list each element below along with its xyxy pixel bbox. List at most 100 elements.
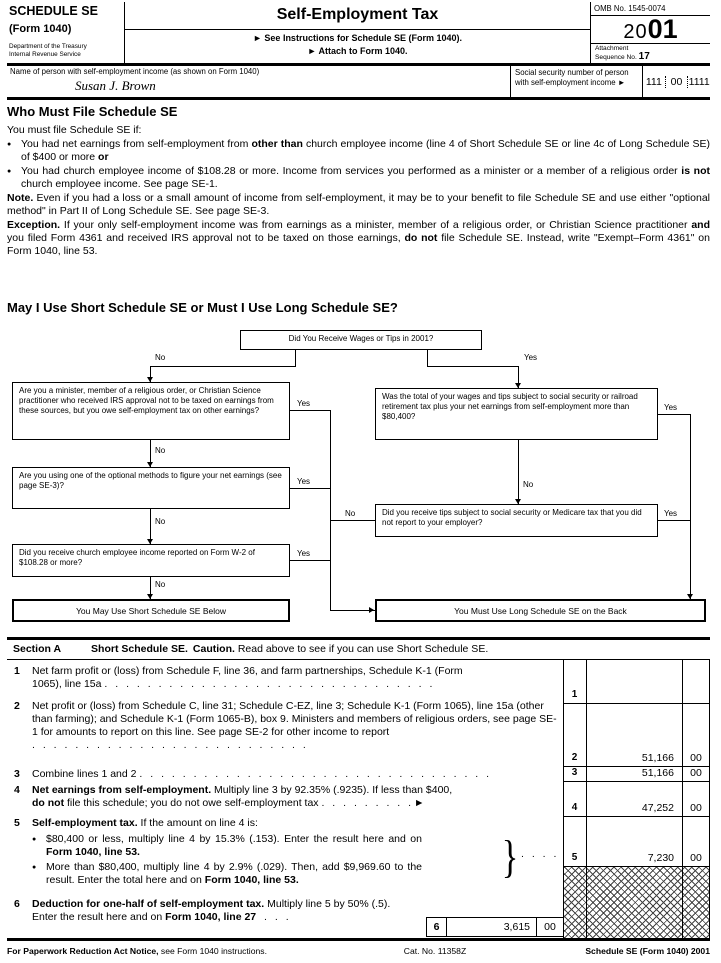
connector-line [290,560,331,561]
ssn-value[interactable]: 111 00 1111 [642,66,710,97]
grid-line [563,866,710,867]
ssn-serial[interactable]: 1111 [687,75,710,88]
row-number: 2 [571,752,578,763]
connector-line [150,509,151,544]
line-2-cents[interactable]: 00 [690,752,702,764]
row-number: 5 [571,852,578,863]
dot-leader: . . . [256,911,289,923]
requirement-bullet-2: ● You had church employee income of $108… [7,165,711,190]
who-intro: You must file Schedule SE if: [7,124,142,136]
line-3-amount[interactable]: 51,166 [641,767,674,779]
grid-line [563,816,710,817]
connector-line [427,350,428,367]
connector-line [290,488,331,489]
line-2: 2 Net profit or (loss) from Schedule C, … [14,700,557,751]
dot-leader: . . . . . . . . . [321,797,412,809]
connector-line [150,366,151,382]
connector-line [658,520,691,521]
line-number: 6 [14,898,20,910]
exception-paragraph: Exception. If your only self-employment … [7,219,710,257]
line-3-cents[interactable]: 00 [690,767,702,779]
brace-glyph: } [501,831,519,882]
ssn-area[interactable]: 111 [645,75,662,88]
flow-label-no: No [154,517,167,527]
flow-label-yes: Yes [663,509,679,519]
line-6-amount[interactable]: 3,615 [447,918,537,936]
line-6-entry-box: 6 3,615 00 [426,917,564,937]
line-6: 6 Deduction for one-half of self-employm… [14,898,391,923]
ssn-group[interactable]: 00 [664,75,688,88]
dot-leader: . . . . [521,848,557,860]
sequence-number: 17 [638,51,650,62]
form-footer: For Paperwork Reduction Act Notice, see … [7,946,710,956]
name-cell: Name of person with self-employment inco… [7,66,510,97]
line-5-amount[interactable]: 7,230 [647,852,674,864]
line-1: 1 Net farm profit or (loss) from Schedul… [14,665,463,690]
attachment-sequence: Attachment Sequence No. 17 [591,43,710,63]
flow-label-yes: Yes [523,353,539,363]
flow-left-q1: Are you a minister, member of a religiou… [12,382,290,440]
flow-left-q3: Did you receive church employee income r… [12,544,290,577]
form-number: (Form 1040) [9,23,72,35]
flow-label-no: No [344,509,357,519]
line-number: 5 [14,817,20,829]
flow-label-yes: Yes [663,403,679,413]
line-2-amount[interactable]: 51,166 [641,752,674,764]
flow-label-no: No [522,480,535,490]
connector-line [150,440,151,467]
name-label: Name of person with self-employment inco… [10,67,260,76]
attachment-label: Attachment [595,45,629,52]
year-suffix: 01 [647,14,678,44]
connector-line [518,440,519,504]
flow-label-yes: Yes [296,399,312,409]
arrow-down-icon [515,499,521,504]
line-1-cents[interactable] [683,687,709,703]
connector-line [330,410,331,611]
pointer-icon: ► [413,797,425,809]
line-6-cents[interactable]: 00 [544,921,556,933]
grid-line [563,660,564,938]
caution-text: Read above to see if you can use Short S… [234,643,489,655]
department-line: Department of the Treasury [9,43,87,50]
arrow-down-icon [515,383,521,388]
line-4-amount[interactable]: 47,252 [641,802,674,814]
flow-right-q1: Was the total of your wages and tips sub… [375,388,658,440]
connector-line [150,577,151,599]
grid-line [563,703,710,704]
line-number: 1 [14,665,20,677]
line-number: 6 [427,918,447,936]
row-number: 1 [571,689,578,700]
line-5-cents[interactable]: 00 [690,852,702,864]
bottom-rule [7,938,710,941]
bullet-icon: ● [7,141,12,148]
line-number: 2 [14,700,20,712]
ssn-label: Social security number of person with se… [510,66,642,97]
agency-line: Internal Revenue Service [9,50,81,58]
bullet-icon: ● [7,168,12,175]
catalog-number: Cat. No. 11358Z [403,946,467,956]
note-paragraph: Note. Even if you had a loss or a small … [7,192,710,217]
connector-line [427,366,519,367]
line-5: 5 Self-employment tax. If the amount on … [14,817,258,829]
connector-line [330,610,375,611]
line-4-cents[interactable]: 00 [690,802,702,814]
arrow-right-icon [369,607,374,613]
line-4: 4 Net earnings from self-employment. Mul… [14,784,453,809]
connector-line [330,520,375,521]
name-value[interactable]: Susan J. Brown [75,78,156,93]
dot-leader: . . . . . . . . . . . . . . . . . . . . … [32,739,306,751]
flow-left-q2: Are you using one of the optional method… [12,467,290,509]
sequence-line: Sequence No. 17 [595,51,706,62]
flow-label-no: No [154,580,167,590]
line-1-amount[interactable] [587,687,681,703]
section-a-title: Section A [13,643,62,655]
form-title-block: Self-Employment Tax ► See Instructions f… [125,2,590,63]
arrow-down-icon [687,594,693,599]
form-id-block: SCHEDULE SE (Form 1040) Department of th… [7,2,125,63]
form-header: SCHEDULE SE (Form 1040) Department of th… [7,2,710,66]
flow-label-no: No [154,446,167,456]
connector-line [690,414,691,599]
schedule-label: SCHEDULE SE [9,4,98,18]
